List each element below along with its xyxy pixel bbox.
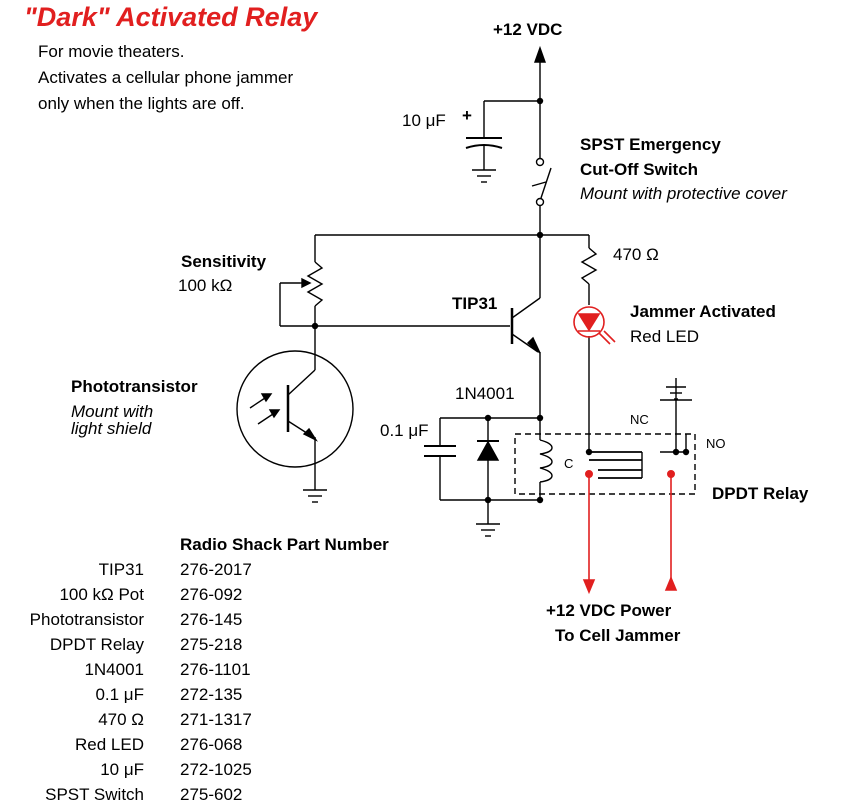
common-label: C bbox=[564, 456, 574, 471]
parts-row-name: 470 Ω bbox=[98, 710, 144, 729]
supply-arrow bbox=[534, 45, 546, 63]
relay-box bbox=[514, 433, 696, 495]
red-led bbox=[573, 306, 616, 345]
cap10-label: 10 μF bbox=[402, 111, 446, 130]
description-line-3: only when the lights are off. bbox=[38, 94, 245, 113]
tip31-emitter-arrow bbox=[526, 336, 541, 354]
pot-resistor bbox=[306, 261, 324, 307]
parts-row-name: 0.1 μF bbox=[95, 685, 144, 704]
relay-coil bbox=[539, 439, 553, 483]
parts-row-number: 272-135 bbox=[180, 685, 243, 704]
diode-label: 1N4001 bbox=[455, 384, 515, 403]
diode-body bbox=[476, 440, 500, 461]
parts-row-name: 10 μF bbox=[100, 760, 144, 779]
switch-terminal-top bbox=[535, 157, 545, 167]
relay-label: DPDT Relay bbox=[712, 484, 809, 503]
phototransistor-label: Phototransistor bbox=[71, 377, 198, 396]
parts-row-name: 100 kΩ Pot bbox=[59, 585, 144, 604]
parts-row-name: Phototransistor bbox=[29, 610, 144, 629]
tip31-collector bbox=[511, 297, 541, 319]
output-arrow-down bbox=[582, 579, 596, 595]
cap10-plus-label: + bbox=[462, 106, 472, 125]
output-label-1: +12 VDC Power bbox=[546, 601, 672, 620]
parts-row-number: 276-145 bbox=[180, 610, 243, 629]
led-label-2: Red LED bbox=[630, 327, 699, 346]
photo-note-1: Mount with bbox=[71, 402, 154, 421]
output-arrow-up bbox=[664, 575, 678, 591]
switch-label-2: Cut-Off Switch bbox=[580, 160, 699, 179]
switch-terminal-bottom bbox=[535, 197, 545, 207]
nc-label: NC bbox=[630, 412, 649, 427]
switch-label-1: SPST Emergency bbox=[580, 135, 721, 154]
switch-blade bbox=[540, 167, 552, 199]
parts-row-number: 276-2017 bbox=[180, 560, 252, 579]
parts-row-number: 271-1317 bbox=[180, 710, 252, 729]
resistor-label: 470 Ω bbox=[613, 245, 659, 264]
description-line-1: For movie theaters. bbox=[38, 42, 185, 61]
cap01-label: 0.1 μF bbox=[380, 421, 429, 440]
parts-row-name: 1N4001 bbox=[84, 660, 144, 679]
parts-row-number: 275-602 bbox=[180, 785, 243, 804]
supply-label: +12 VDC bbox=[493, 20, 563, 39]
no-label: NO bbox=[706, 436, 726, 451]
parts-table-header: Radio Shack Part Number bbox=[180, 535, 389, 554]
parts-row-number: 276-092 bbox=[180, 585, 243, 604]
output-label-2: To Cell Jammer bbox=[555, 626, 681, 645]
photo-collector bbox=[287, 369, 316, 396]
transistor-label: TIP31 bbox=[452, 294, 498, 313]
pot-wiper-arrow bbox=[301, 277, 312, 289]
parts-row-name: SPST Switch bbox=[45, 785, 144, 804]
parts-row-name: TIP31 bbox=[98, 560, 144, 579]
switch-note: Mount with protective cover bbox=[580, 184, 787, 203]
page-title: "Dark" Activated Relay bbox=[24, 2, 318, 32]
phototransistor-body bbox=[236, 350, 354, 468]
parts-row-number: 275-218 bbox=[180, 635, 243, 654]
tip31-emitter bbox=[511, 333, 539, 353]
parts-row-number: 272-1025 bbox=[180, 760, 252, 779]
cap10-plate-bottom bbox=[465, 144, 503, 149]
sensitivity-label: Sensitivity bbox=[181, 252, 267, 271]
parts-row-number: 276-068 bbox=[180, 735, 243, 754]
switch-lever bbox=[531, 181, 547, 187]
photo-note-2: light shield bbox=[71, 419, 152, 438]
resistor-470 bbox=[580, 247, 598, 285]
parts-row-name: DPDT Relay bbox=[49, 635, 144, 654]
parts-row-name: Red LED bbox=[75, 735, 144, 754]
description-line-2: Activates a cellular phone jammer bbox=[38, 68, 294, 87]
parts-row-number: 276-1101 bbox=[180, 660, 251, 679]
pot-value-label: 100 kΩ bbox=[178, 276, 233, 295]
led-label-1: Jammer Activated bbox=[630, 302, 776, 321]
